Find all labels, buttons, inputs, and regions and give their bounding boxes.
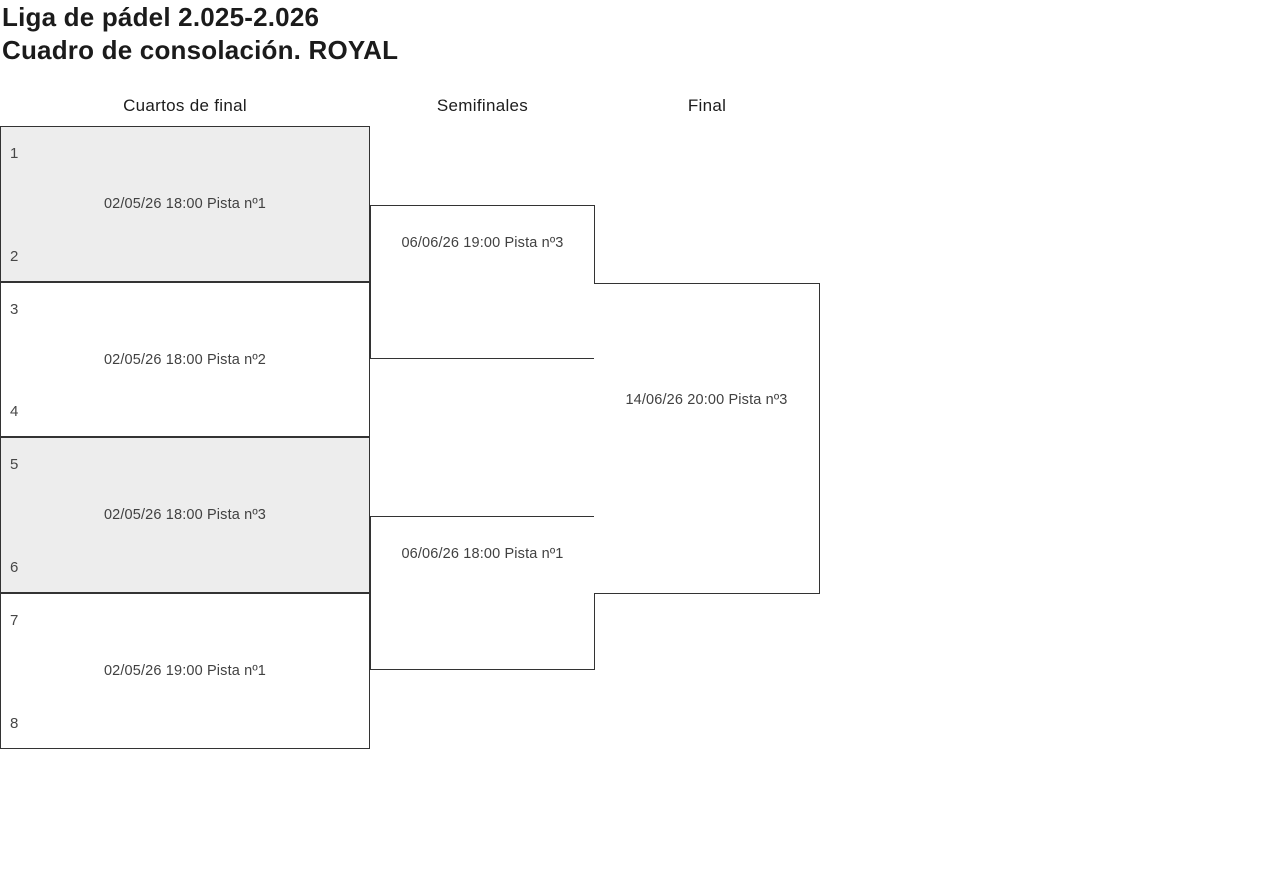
seed-number-5: 5 [10,456,19,473]
match-schedule: 02/05/26 18:00 Pista nº1 [103,196,267,212]
match-box-quarterfinal-4[interactable]: 7 8 02/05/26 19:00 Pista nº1 [0,593,370,749]
round-header-cuartos-de-final: Cuartos de final [123,96,247,115]
seed-number-4: 4 [10,403,19,420]
seed-number-8: 8 [10,715,19,732]
match-box-semifinal-2[interactable]: 06/06/26 18:00 Pista nº1 [370,516,595,670]
match-schedule: 06/06/26 19:00 Pista nº3 [401,235,564,251]
page-title: Liga de pádel 2.025-2.026 Cuadro de cons… [2,1,398,67]
round-header-final: Final [687,96,727,115]
match-box-quarterfinal-1[interactable]: 1 2 02/05/26 18:00 Pista nº1 [0,126,370,282]
round-header-semifinales: Semifinales [436,96,529,115]
match-schedule: 02/05/26 19:00 Pista nº1 [103,663,267,679]
match-box-final[interactable]: 14/06/26 20:00 Pista nº3 [594,283,820,594]
match-box-quarterfinal-2[interactable]: 3 4 02/05/26 18:00 Pista nº2 [0,282,370,437]
match-schedule: 02/05/26 18:00 Pista nº2 [103,351,267,368]
match-box-semifinal-1[interactable]: 06/06/26 19:00 Pista nº3 [370,205,595,359]
match-schedule: 06/06/26 18:00 Pista nº1 [401,546,564,562]
match-schedule: 02/05/26 18:00 Pista nº3 [103,507,267,523]
match-box-quarterfinal-3[interactable]: 5 6 02/05/26 18:00 Pista nº3 [0,437,370,593]
league-title: Liga de pádel 2.025-2.026 [2,2,320,32]
match-schedule: 14/06/26 20:00 Pista nº3 [625,392,788,408]
seed-number-2: 2 [10,248,19,265]
seed-number-6: 6 [10,559,19,576]
seed-number-3: 3 [10,301,19,318]
seed-number-1: 1 [10,145,19,162]
seed-number-7: 7 [10,612,19,629]
bracket-subtitle: Cuadro de consolación. ROYAL [2,35,399,65]
